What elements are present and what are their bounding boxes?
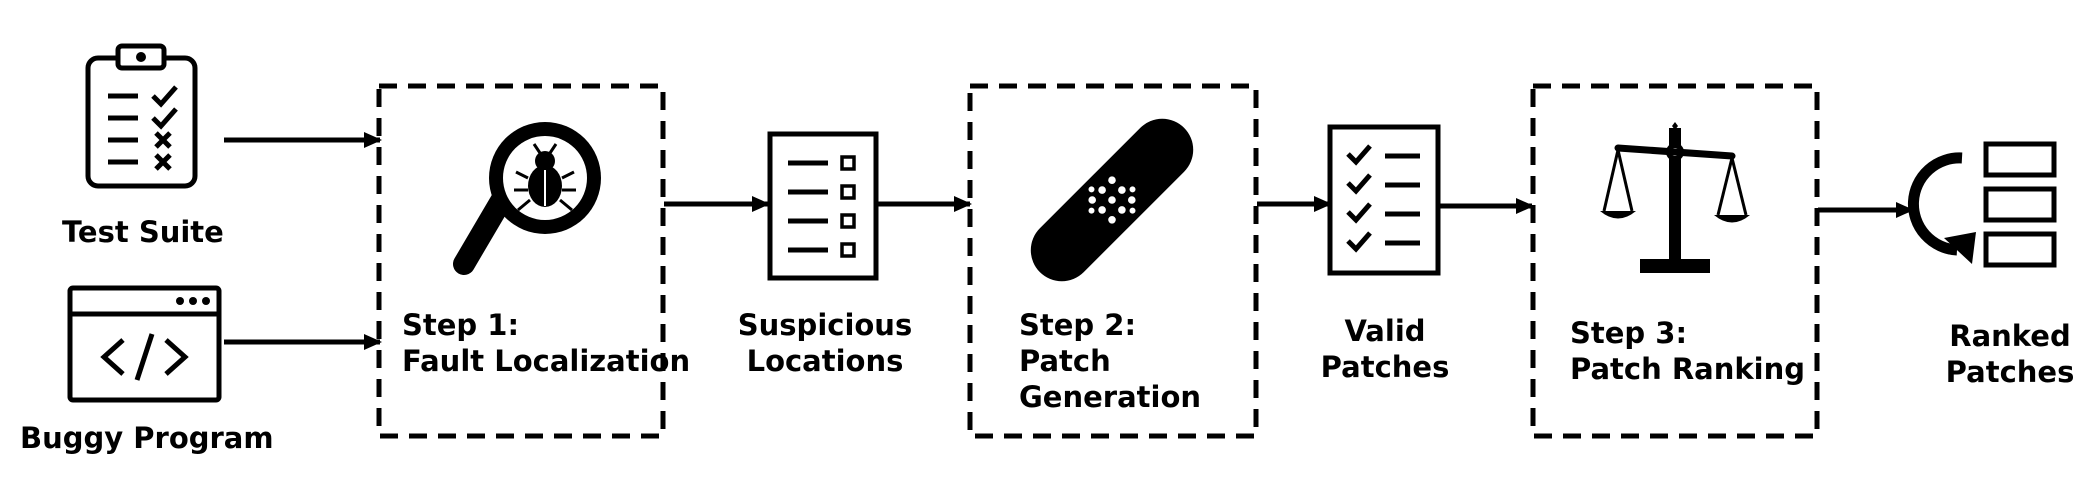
suspicious-locations-line2: Locations [746,344,904,378]
step3-label: Step 3: Patch Ranking [1570,315,1805,387]
step2-label: Step 2: Patch Generation [1019,307,1201,415]
valid-patches-line1: Valid [1344,314,1426,348]
step3-title: Step 3: [1570,316,1688,350]
ranked-patches-line1: Ranked [1949,319,2071,353]
checklist-icon [1327,124,1441,276]
test-suite-label: Test Suite [62,215,224,249]
buggy-program-label: Buggy Program [20,421,274,455]
step2-title: Step 2: [1019,308,1137,342]
suspicious-locations-line1: Suspicious [737,308,913,342]
suspicious-locations-label: Suspicious Locations [735,307,915,379]
ranked-list-icon [1908,141,2057,268]
step2-name-line1: Patch [1019,344,1111,378]
ranked-patches-line2: Patches [1945,355,2075,389]
valid-patches-label: Valid Patches [1310,313,1460,385]
clipboard-checklist-icon [85,43,198,189]
bandage-icon [1030,118,1194,282]
ranked-patches-label: Ranked Patches [1940,318,2080,390]
step1-title: Step 1: [402,308,520,342]
valid-patches-line2: Patches [1320,350,1450,384]
step2-name-line2: Generation [1019,380,1202,414]
step1-name: Fault Localization [402,344,691,378]
magnifier-bug-icon [453,122,601,275]
code-window-icon [67,285,222,403]
step3-name: Patch Ranking [1570,352,1806,386]
step1-label: Step 1: Fault Localization [402,307,690,379]
checkbox-list-icon [767,131,879,281]
balance-scale-icon [1600,122,1750,273]
